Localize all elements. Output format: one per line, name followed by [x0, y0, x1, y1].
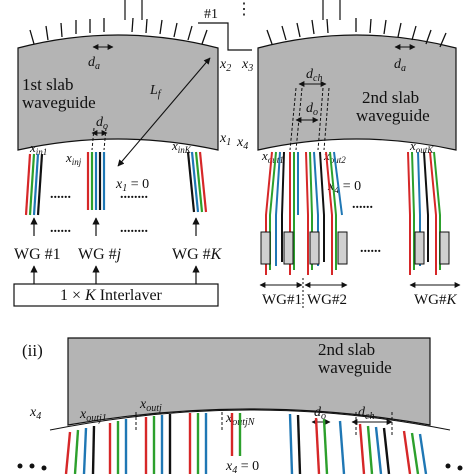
bottom-x4-zero-label: x4 = 0	[225, 459, 259, 474]
bottom-slab-title-line2: waveguide	[318, 358, 392, 377]
do-left-dashed-guides	[91, 127, 107, 151]
slab1-title-line2: waveguide	[22, 93, 96, 112]
interleaver-label: 1 × K Interlaver	[60, 287, 163, 304]
do-right-label: do	[306, 101, 318, 118]
bottom-x4-axis	[49, 409, 451, 431]
bottom-dashed-guides	[135, 412, 393, 436]
slab2-title-line2: waveguide	[356, 106, 430, 125]
dots-left-bundle: ......	[50, 187, 71, 202]
input-bundle-1	[24, 153, 44, 216]
dots-right-top: ......	[352, 197, 373, 212]
hash1-label: #1	[204, 7, 218, 22]
slab2-array-waveguides	[266, 18, 447, 48]
x4-zero-label: x4 = 0	[327, 179, 361, 196]
bottom-fibers	[64, 413, 428, 474]
da-right-label: da	[394, 57, 406, 74]
bottom-do-label: do	[314, 405, 326, 422]
pd-boxes	[260, 231, 450, 265]
slab1-title-line1: 1st slab	[22, 75, 73, 94]
lf-label: Lf	[149, 83, 162, 100]
slab2-title-line1: 2nd slab	[362, 88, 419, 107]
xoutK-label: xoutK	[409, 138, 434, 155]
da-left-label: da	[88, 55, 100, 72]
bottom-slab-shape	[67, 337, 431, 426]
x1-zero-label: x1 = 0	[115, 177, 149, 194]
wg-k-label: WG #K	[172, 246, 223, 263]
dch-label: dch	[306, 67, 322, 84]
dots-right-mid: ......	[360, 241, 381, 256]
input-up-arrows	[30, 217, 200, 236]
x1-label: x1	[219, 131, 231, 148]
xinK-label: xinK	[171, 138, 192, 155]
xinj-label: xinj	[65, 150, 82, 167]
bottom-x4-label: x4	[29, 405, 41, 422]
top-vertical-dots: ⋮	[236, 1, 252, 18]
dots-mid-bundle: ........	[120, 187, 148, 202]
input-bundle-k	[186, 151, 208, 213]
bottom-dch-label: dch	[358, 405, 374, 422]
output-wg-span-arrows	[259, 278, 461, 310]
xin1-label: xin1	[29, 140, 47, 157]
do-left-label: do	[96, 115, 108, 132]
lf-arrow	[117, 57, 211, 167]
interleaver-up-arrows	[30, 265, 200, 284]
x4-label: x4	[236, 135, 248, 152]
dots-wg-row1: ......	[50, 221, 71, 236]
x2-label: x2	[219, 57, 231, 74]
wg-j-label: WG #j	[78, 246, 122, 263]
wgout-k-label: WG#K	[414, 292, 458, 308]
slab2-shape	[257, 34, 457, 151]
bottom-slab-title-line1: 2nd slab	[318, 340, 375, 359]
bottom-edge-dots	[17, 463, 463, 471]
input-bundle-j	[86, 152, 106, 210]
wgout-2-label: WG#2	[307, 292, 347, 308]
bottom-x4-zero-bg	[222, 456, 284, 474]
dots-wg-row2: ........	[120, 221, 148, 236]
top-connection-lines	[124, 0, 341, 51]
bottom-xoutj1-label: xoutj1	[79, 407, 107, 424]
x3-label: x3	[241, 57, 253, 74]
wgout-1-label: WG#1	[262, 292, 302, 308]
interleaver-box	[13, 283, 219, 307]
bottom-xoutj-label: xoutj	[139, 397, 162, 414]
slab1-array-waveguides	[29, 17, 208, 45]
wg-1-label: WG #1	[14, 246, 61, 263]
panel-ii-label: (ii)	[22, 341, 43, 360]
bottom-xoutjN-label: xoutjN	[225, 411, 256, 428]
